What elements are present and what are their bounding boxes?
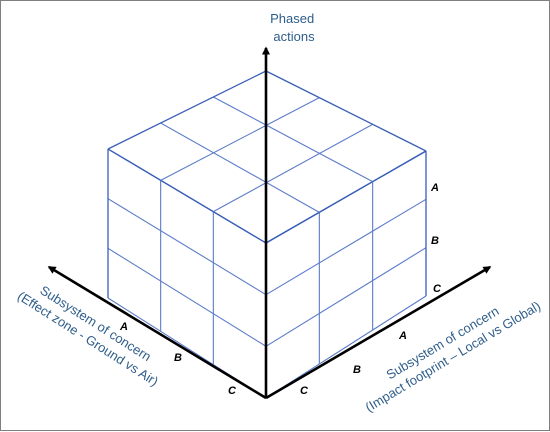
right-level-b: B: [353, 364, 361, 376]
top-face-line-a: [265, 150, 427, 244]
vertical-axis-title: Phased actions: [270, 11, 318, 44]
top-face-line-b: [265, 70, 427, 152]
top-face-line-a: [213, 123, 373, 213]
top-face-line-b: [107, 148, 267, 244]
top-face-line-a: [160, 97, 320, 181]
vertical-level-b: B: [431, 235, 439, 247]
right-axis-arrow: [265, 265, 492, 400]
left-level-a: A: [119, 321, 128, 333]
left-level-c: C: [228, 385, 237, 397]
right-axis-title: Subsystem of concern (Impact footprint –…: [354, 284, 543, 415]
axes: [47, 46, 492, 400]
left-face-horizontal-line: [107, 198, 267, 296]
right-face-horizontal-line: [265, 198, 427, 296]
top-face-line-b: [213, 96, 373, 183]
top-face-line-b: [160, 122, 320, 213]
left-axis-title: Subsystem of concern (Effect zone - Grou…: [15, 274, 170, 389]
left-face-horizontal-line: [107, 247, 267, 347]
top-face-line-a: [107, 70, 267, 150]
right-level-a: A: [398, 330, 407, 342]
right-face-horizontal-line: [265, 247, 427, 347]
vertical-level-c: C: [433, 283, 442, 295]
left-level-b: B: [174, 352, 182, 364]
vertical-level-a: A: [430, 182, 439, 194]
left-axis-arrow: [47, 265, 267, 400]
right-level-c: C: [300, 385, 309, 397]
cube-grid: [107, 70, 427, 399]
